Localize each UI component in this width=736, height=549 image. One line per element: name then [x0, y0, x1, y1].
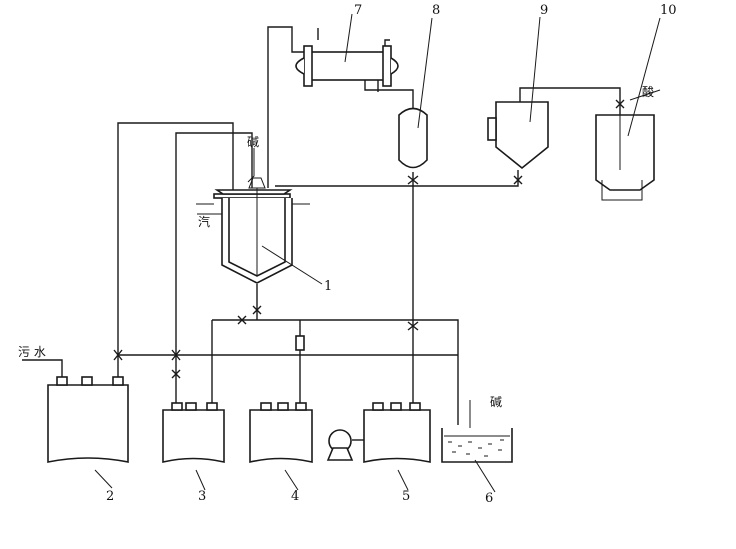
tank-5-nozzle-b	[390, 402, 402, 411]
label-3: 3	[198, 489, 206, 504]
return-line-to-9	[275, 170, 519, 187]
tank-2-nozzle-c	[112, 376, 124, 386]
tank-3-body	[162, 409, 225, 464]
condenser-right-head	[390, 57, 399, 75]
leader-9	[529, 16, 541, 123]
alkali-feed-reactor	[247, 148, 255, 183]
pump	[326, 429, 354, 461]
inline-filter	[295, 335, 305, 351]
vessel-9-body	[495, 101, 549, 170]
piping	[22, 26, 621, 441]
valve-5	[407, 175, 419, 185]
receiver-body	[398, 107, 428, 169]
leader-3	[195, 469, 206, 491]
valve-6	[407, 321, 419, 331]
label-alkali-pit: 碱	[490, 395, 502, 409]
valve-8	[615, 99, 625, 109]
condenser-right-flange	[382, 45, 392, 87]
agitator-motor	[248, 177, 266, 189]
vapor-line-pipe	[267, 26, 293, 188]
vessel-10	[595, 17, 661, 201]
tank-2	[47, 376, 129, 489]
tank-4-nozzle-b	[277, 402, 289, 411]
pit-6-liquid-hatch	[448, 439, 504, 457]
labels: 1 2 3 4 5 6 7 8 9 10 污 水 汽 碱 碱 酸	[18, 3, 677, 506]
acid-feed-line	[629, 89, 661, 101]
reactor-1	[196, 148, 323, 285]
label-2: 2	[106, 489, 114, 504]
pump-base	[326, 447, 354, 461]
vessel-9	[487, 16, 549, 170]
label-steam: 汽	[198, 214, 210, 229]
tank-3	[162, 402, 225, 491]
leader-6	[474, 459, 496, 493]
tank-4	[249, 402, 313, 491]
leader-8	[417, 17, 433, 129]
leader-5	[397, 469, 409, 491]
tank-3-nozzle-c	[206, 402, 218, 411]
receiver-8	[398, 17, 433, 169]
condenser-shell	[309, 51, 386, 81]
valve-9	[171, 369, 181, 379]
reactor-flange	[214, 189, 293, 195]
valve-3	[252, 305, 262, 315]
label-10: 10	[660, 3, 677, 18]
tank2-to-reactor-pipe	[117, 122, 234, 385]
tank-5-nozzle-c	[409, 402, 421, 411]
vessel-9-side-box	[487, 117, 497, 141]
secondary-header-pipe	[212, 319, 459, 355]
vessel-10-body	[595, 114, 655, 191]
valve-2	[171, 349, 181, 361]
tank-2-nozzle-a	[56, 376, 68, 386]
tank3-to-reactor-pipe	[175, 132, 253, 410]
pit-6	[441, 428, 513, 493]
tank-2-nozzle-b	[81, 376, 93, 386]
label-acid: 酸	[642, 84, 654, 99]
valve-7	[513, 175, 523, 185]
tank-5	[363, 402, 431, 491]
valve-1	[113, 349, 123, 361]
label-7: 7	[354, 3, 362, 18]
tank-5-body	[363, 409, 431, 463]
condenser-left-flange	[303, 45, 313, 87]
wastewater-inlet-pipe	[22, 359, 63, 378]
tank-4-body	[249, 409, 313, 464]
condenser-7	[295, 13, 399, 87]
leader-1	[261, 245, 323, 285]
valve-4	[237, 315, 247, 325]
label-4: 4	[291, 489, 299, 504]
tank-2-body	[47, 384, 129, 463]
vessel-10-base	[601, 180, 643, 201]
leader-10	[627, 17, 661, 137]
leader-7	[344, 13, 353, 63]
label-8: 8	[432, 3, 440, 18]
condenser-left-head	[295, 57, 305, 75]
label-alkali-reactor: 碱	[247, 135, 259, 149]
valves	[113, 99, 625, 379]
label-wastewater: 污 水	[18, 345, 46, 359]
pit-6-body	[441, 428, 513, 463]
tank-3-nozzle-b	[185, 402, 197, 411]
tank-4-nozzle-c	[295, 402, 307, 411]
tank-5-nozzle-a	[372, 402, 384, 411]
leader-2	[94, 469, 113, 489]
tank-3-nozzle-a	[171, 402, 183, 411]
label-5: 5	[402, 489, 410, 504]
condenser-to-receiver-pipe	[364, 80, 414, 110]
tank-4-nozzle-a	[260, 402, 272, 411]
label-1: 1	[324, 279, 332, 294]
leader-4	[284, 469, 299, 491]
label-6: 6	[485, 491, 493, 506]
line-9-to-10	[519, 87, 621, 115]
label-9: 9	[540, 3, 548, 18]
